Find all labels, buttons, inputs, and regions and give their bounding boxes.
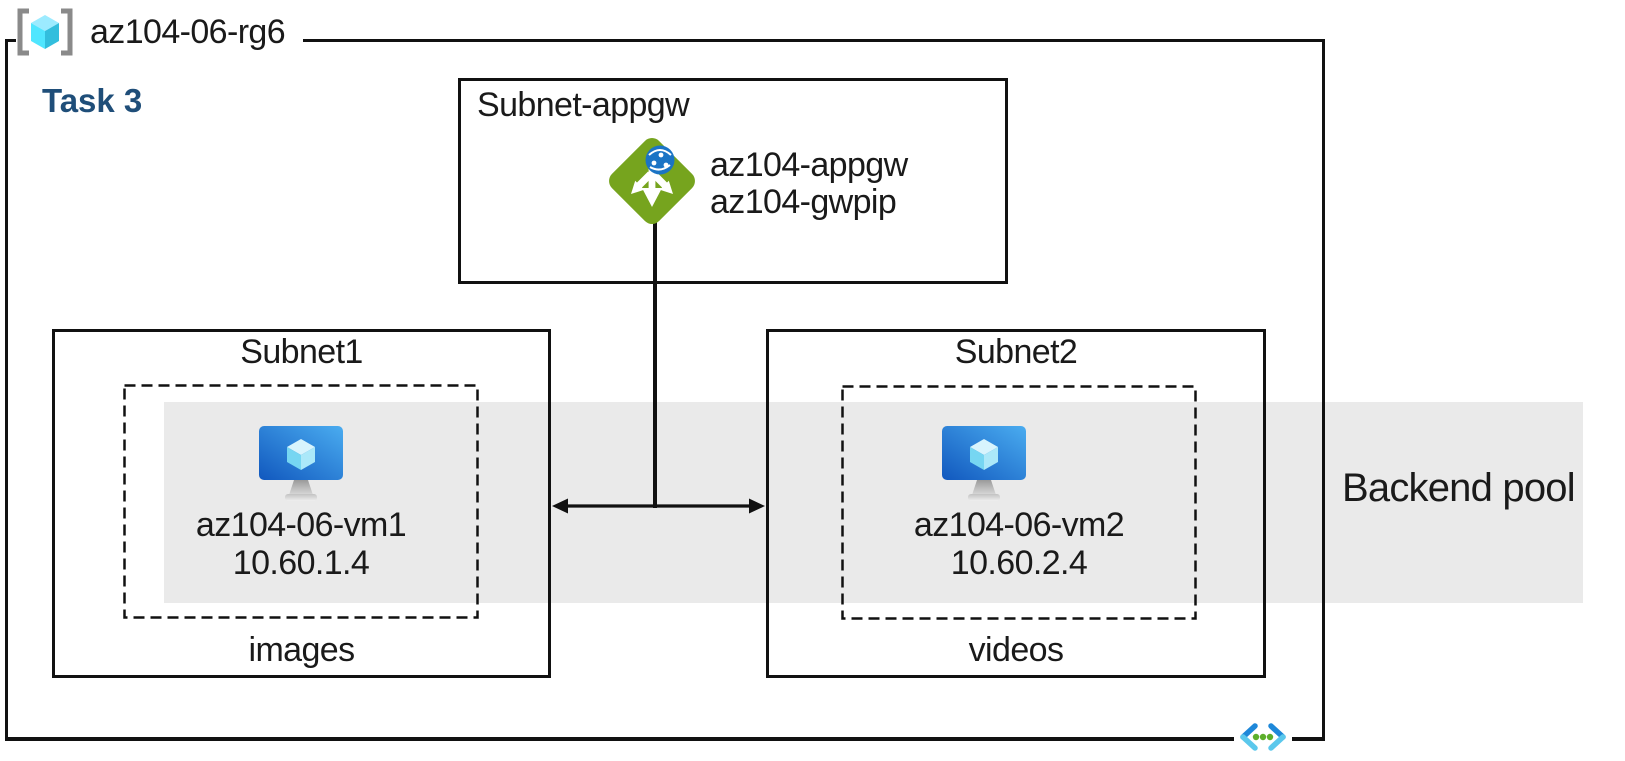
subnet1-dashed-group	[123, 384, 479, 619]
virtual-machine-icon	[942, 426, 1026, 501]
subnet1-title: Subnet1	[240, 333, 363, 371]
backend-pool-label: Backend pool	[1342, 466, 1576, 510]
gateway-subnet-box	[458, 78, 1008, 284]
subnet2-dashed-group	[841, 385, 1197, 620]
virtual-network-icon-chip	[1234, 720, 1292, 756]
virtual-machine-icon	[259, 426, 343, 501]
vm2-name: az104-06-vm2	[913, 506, 1125, 544]
subnet2-caption: videos	[968, 631, 1064, 669]
gateway-subnet-title: Subnet-appgw	[477, 86, 690, 124]
virtual-network-icon	[1240, 723, 1286, 751]
subnet1-caption: images	[248, 631, 355, 669]
vm1-name: az104-06-vm1	[195, 506, 407, 544]
gateway-labels: az104-appgw az104-gwpip	[710, 147, 908, 221]
resource-group-box	[5, 39, 1325, 741]
gateway-name: az104-appgw	[710, 146, 908, 184]
resource-group-name: az104-06-rg6	[90, 12, 286, 51]
subnet2-title: Subnet2	[954, 333, 1078, 371]
task-label: Task 3	[42, 82, 143, 119]
vm2-ip: 10.60.2.4	[950, 544, 1088, 582]
resource-group-chip: az104-06-rg6	[16, 4, 304, 60]
subnet1-box	[52, 329, 551, 678]
subnet2-box	[766, 329, 1266, 678]
application-gateway-icon	[609, 138, 695, 224]
gateway-public-ip-name: az104-gwpip	[710, 183, 897, 221]
backend-pool-band	[164, 402, 1583, 603]
resource-group-icon	[17, 8, 73, 56]
double-arrow	[552, 498, 765, 514]
gateway-connector-line	[653, 222, 657, 508]
vm1-ip: 10.60.1.4	[232, 544, 370, 582]
